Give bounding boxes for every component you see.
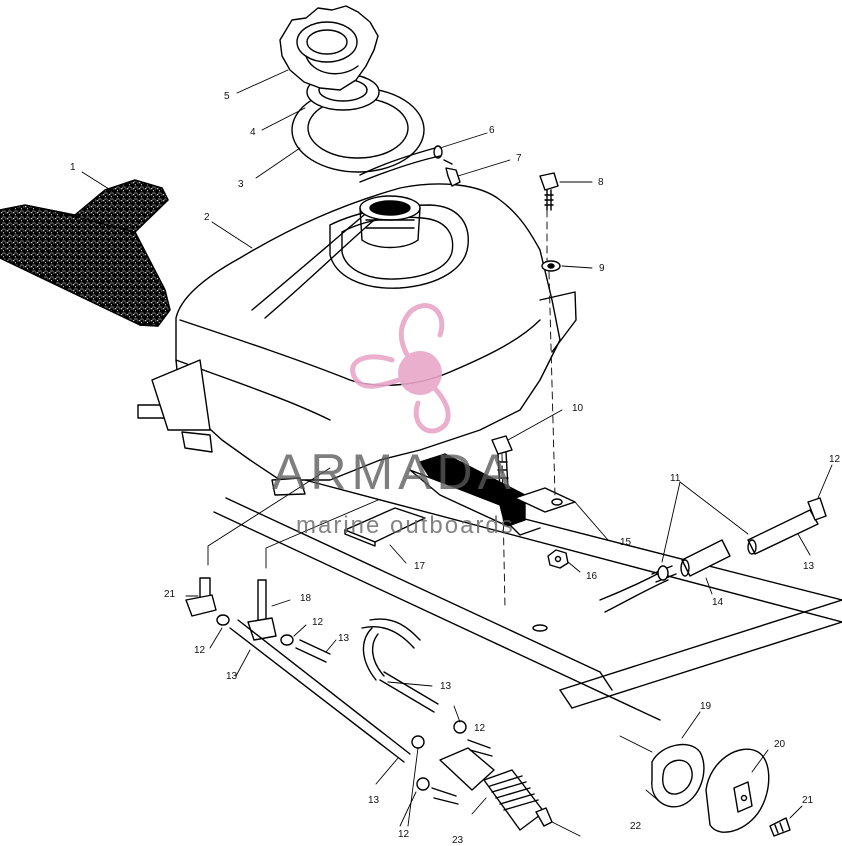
washer-9 [541,260,561,272]
callout-8: 8 [598,177,604,188]
foam-pad [0,179,171,327]
callout-18: 18 [300,593,312,604]
fuel-hoses-13-lower [229,618,439,763]
watermark-logo [350,303,451,434]
callout-13: 13 [803,561,815,572]
fuel-hose-13-right [747,497,827,555]
leader-lines [81,69,833,837]
watermark-tagline: marine outboards [296,512,515,539]
callout-9: 9 [599,263,605,274]
callout-4: 4 [250,127,256,138]
callout-23: 23 [452,835,464,846]
vent-hose [359,145,443,183]
fuel-cap [279,5,379,91]
callout-7: 7 [516,153,522,164]
callout-13-e: 13 [368,795,380,806]
filler-neck [359,195,421,249]
callout-21-left: 21 [164,589,176,600]
callout-15: 15 [620,537,632,548]
callout-20: 20 [774,739,786,750]
callout-22: 22 [630,821,642,832]
bolt-8 [539,172,559,211]
screw-21 [769,817,791,837]
nut-16 [547,549,569,569]
tee-fitting-18 [247,579,277,641]
callout-3: 3 [238,179,244,190]
retaining-ring [651,743,705,808]
callout-12: 12 [829,454,841,465]
bracket-17 [344,507,426,547]
callout-12-d: 12 [474,723,486,734]
callout-19: 19 [700,701,712,712]
callout-11: 11 [670,473,681,484]
watermark-brand-name: ARMADA [272,444,516,500]
callout-6: 6 [489,125,495,136]
callout-13-b: 13 [338,633,350,644]
callout-1: 1 [70,162,76,173]
mounting-bracket [409,453,576,536]
callout-10: 10 [572,403,584,414]
elbow-fitting-21 [185,577,217,617]
fuel-pump [431,739,553,831]
callout-12-b: 12 [194,645,206,656]
callout-21-right: 21 [802,795,814,806]
callout-2: 2 [204,212,210,223]
callout-5: 5 [224,91,230,102]
callout-14: 14 [712,597,724,608]
callout-13-d: 13 [440,681,452,692]
callout-17: 17 [414,561,426,572]
callout-13-c: 13 [226,671,238,682]
callout-12-c: 12 [312,617,324,628]
fuel-tank [137,183,577,496]
fuel-filter [651,539,731,583]
callout-12-e: 12 [398,829,410,840]
callout-16: 16 [586,571,598,582]
hose-clamps [216,565,669,791]
vent-fitting [443,159,461,187]
